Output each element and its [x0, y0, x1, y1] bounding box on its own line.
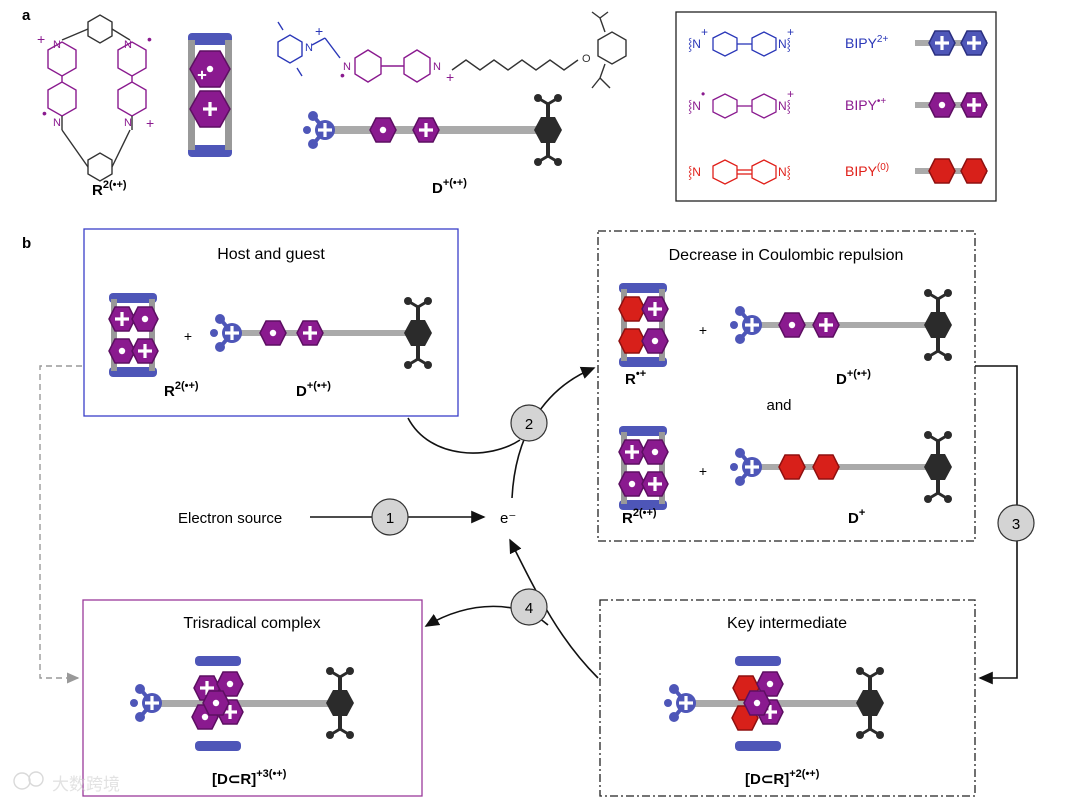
svg-text:4: 4 [525, 600, 533, 617]
svg-text:3: 3 [1012, 516, 1020, 533]
step-4-circle: 4 [510, 588, 548, 626]
ring-n4: N [124, 117, 132, 129]
panel-a-label: a [22, 7, 31, 24]
svg-text:+: + [787, 87, 794, 101]
ring-structure [47, 14, 147, 182]
svg-text:N⸾: N⸾ [778, 99, 791, 114]
legend-bipy2-label: BIPY2+ [845, 34, 888, 51]
svg-text:大数跨境: 大数跨境 [52, 775, 120, 794]
ring-radical-dot2: • [42, 105, 47, 121]
legend-row-bipy0: ⸾N N⸾ BIPY(0) [688, 158, 988, 185]
ring-n1: N [53, 39, 61, 51]
coulomb-and: and [766, 397, 791, 414]
key-intermediate-box [599, 599, 976, 797]
host-ring-label: R2(•+) [164, 380, 199, 400]
dumbbell-n1: N [305, 42, 313, 54]
legend-box [675, 11, 997, 202]
dumbbell-label: D+(•+) [432, 177, 467, 197]
dumbbell-structure [277, 11, 627, 89]
key-intermediate-label: [D⊂R]+2(•+) [745, 768, 820, 788]
legend-bipy0-label: BIPY(0) [845, 162, 889, 179]
coulomb-plus-1: + [699, 322, 707, 338]
panel-b-label: b [22, 235, 31, 252]
coulomb-dumbbell-2 [730, 429, 954, 505]
host-dumbbell-model [210, 295, 434, 371]
step-1-circle: 1 [371, 498, 409, 536]
svg-text:N⸾: N⸾ [778, 165, 791, 180]
electron-source-label: Electron source [178, 510, 282, 527]
legend-row-bipy2: ⸾N N⸾ + + BIPY2+ [688, 25, 988, 57]
dumbbell-model [303, 92, 564, 168]
svg-text:1: 1 [386, 510, 394, 527]
host-guest-box [83, 228, 459, 417]
coulomb-ring-1 [618, 283, 669, 367]
coulomb-ring-2 [619, 426, 668, 510]
host-ring-model [109, 293, 158, 377]
step-3-circle: 3 [997, 504, 1035, 542]
watermark-logo: 大数跨境 [13, 771, 120, 794]
ring-n2: N [124, 39, 132, 51]
arrow-step4-electron [509, 538, 599, 679]
step-2-circle: 2 [510, 404, 548, 442]
ring-model [188, 33, 232, 157]
legend-row1-structure: ⸾N [688, 37, 701, 52]
dashed-direct-arrow [39, 365, 82, 684]
svg-text:N⸾: N⸾ [778, 37, 791, 52]
arrow-step2-in [407, 417, 521, 454]
svg-text:+: + [701, 25, 708, 39]
coulomb-dumbbell-2-label: D+ [848, 507, 865, 527]
trisradical-complex-model [130, 656, 356, 751]
coulomb-dumbbell-1-label: D+(•+) [836, 368, 871, 388]
ring-charge-plus2: + [146, 115, 154, 131]
svg-text:2: 2 [525, 416, 533, 433]
trisradical-box [82, 599, 423, 797]
trisradical-label: [D⊂R]+3(•+) [212, 768, 287, 788]
ring-n3: N [53, 117, 61, 129]
coulomb-plus-2: + [699, 463, 707, 479]
dumbbell-dot: • [340, 67, 345, 83]
dumbbell-plus2: + [446, 69, 454, 85]
coulomb-box [597, 230, 976, 542]
dumbbell-n2: N [343, 61, 351, 73]
svg-text:•: • [701, 87, 705, 101]
svg-text:⸾N: ⸾N [688, 165, 701, 180]
ring-charge-plus: + [37, 31, 45, 47]
svg-text:+: + [787, 25, 794, 39]
electron-label: e⁻ [500, 510, 516, 527]
dumbbell-n3: N [433, 61, 441, 73]
svg-text:⸾N: ⸾N [688, 99, 701, 114]
coulomb-ring-2-label: R2(•+) [622, 507, 657, 527]
coulomb-dumbbell-1 [730, 287, 954, 363]
host-dumbbell-label: D+(•+) [296, 380, 331, 400]
host-guest-title: Host and guest [217, 246, 325, 263]
legend-bipy-radical-label: BIPY•+ [845, 96, 886, 113]
dumbbell-o: O [582, 53, 591, 65]
ring-label: R2(•+) [92, 179, 127, 199]
dumbbell-plus1: + [315, 23, 323, 39]
host-plus: + [184, 328, 192, 344]
legend-row-bipy-radical: ⸾N N⸾ • + BIPY•+ [688, 87, 988, 119]
trisradical-title: Trisradical complex [183, 615, 320, 632]
coulomb-title: Decrease in Coulombic repulsion [669, 247, 904, 264]
coulomb-ring-1-label: R•+ [625, 368, 646, 388]
ring-radical-dot: • [147, 31, 152, 47]
key-intermediate-model [664, 656, 886, 751]
key-intermediate-title: Key intermediate [727, 615, 847, 632]
